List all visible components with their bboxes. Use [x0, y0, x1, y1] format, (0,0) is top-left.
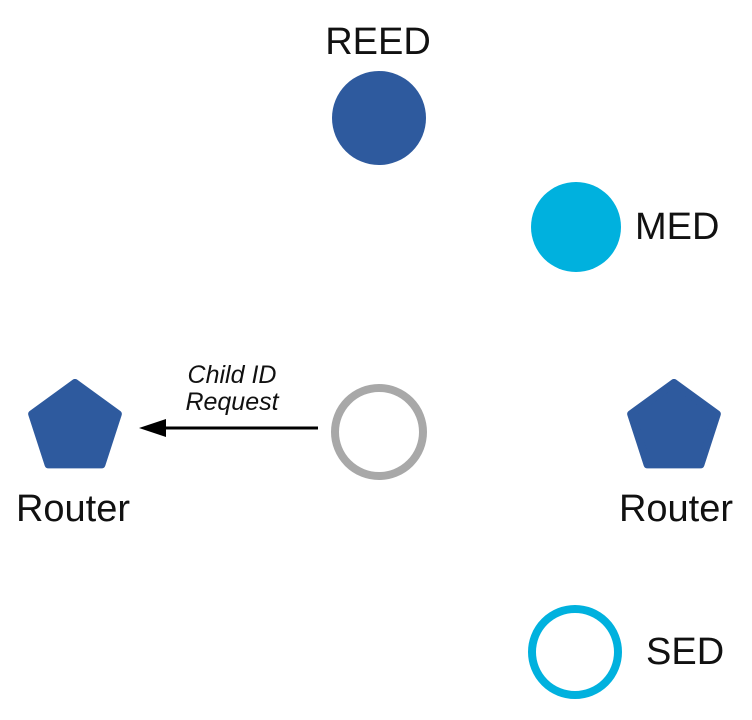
router-left-pentagon-icon: [28, 379, 122, 469]
arrow-head: [139, 419, 166, 437]
med-circle-shape: [531, 182, 621, 272]
reed-filled-circle-icon: [332, 71, 426, 165]
child-id-request-label: Child ID Request: [152, 362, 312, 416]
sed-circle-shape: [528, 605, 622, 699]
parent-circle-shape: [331, 384, 427, 480]
sed-label: SED: [646, 631, 725, 673]
parent-outlined-circle-icon: [331, 384, 427, 480]
med-filled-circle-icon: [531, 182, 621, 272]
router-right-pentagon-shape: [627, 379, 721, 469]
child-id-request-line1: Child ID: [187, 361, 277, 389]
router-left-pentagon-shape: [28, 379, 122, 469]
child-id-request-line2: Request: [185, 388, 279, 416]
reed-label: REED: [325, 21, 431, 63]
reed-circle-shape: [332, 71, 426, 165]
child-id-request-arrow-icon: [139, 419, 318, 437]
router-right-pentagon-icon: [627, 379, 721, 469]
router-right-label: Router: [618, 488, 734, 530]
router-left-label: Router: [15, 488, 131, 530]
med-label: MED: [635, 206, 720, 248]
sed-outlined-circle-icon: [528, 605, 622, 699]
